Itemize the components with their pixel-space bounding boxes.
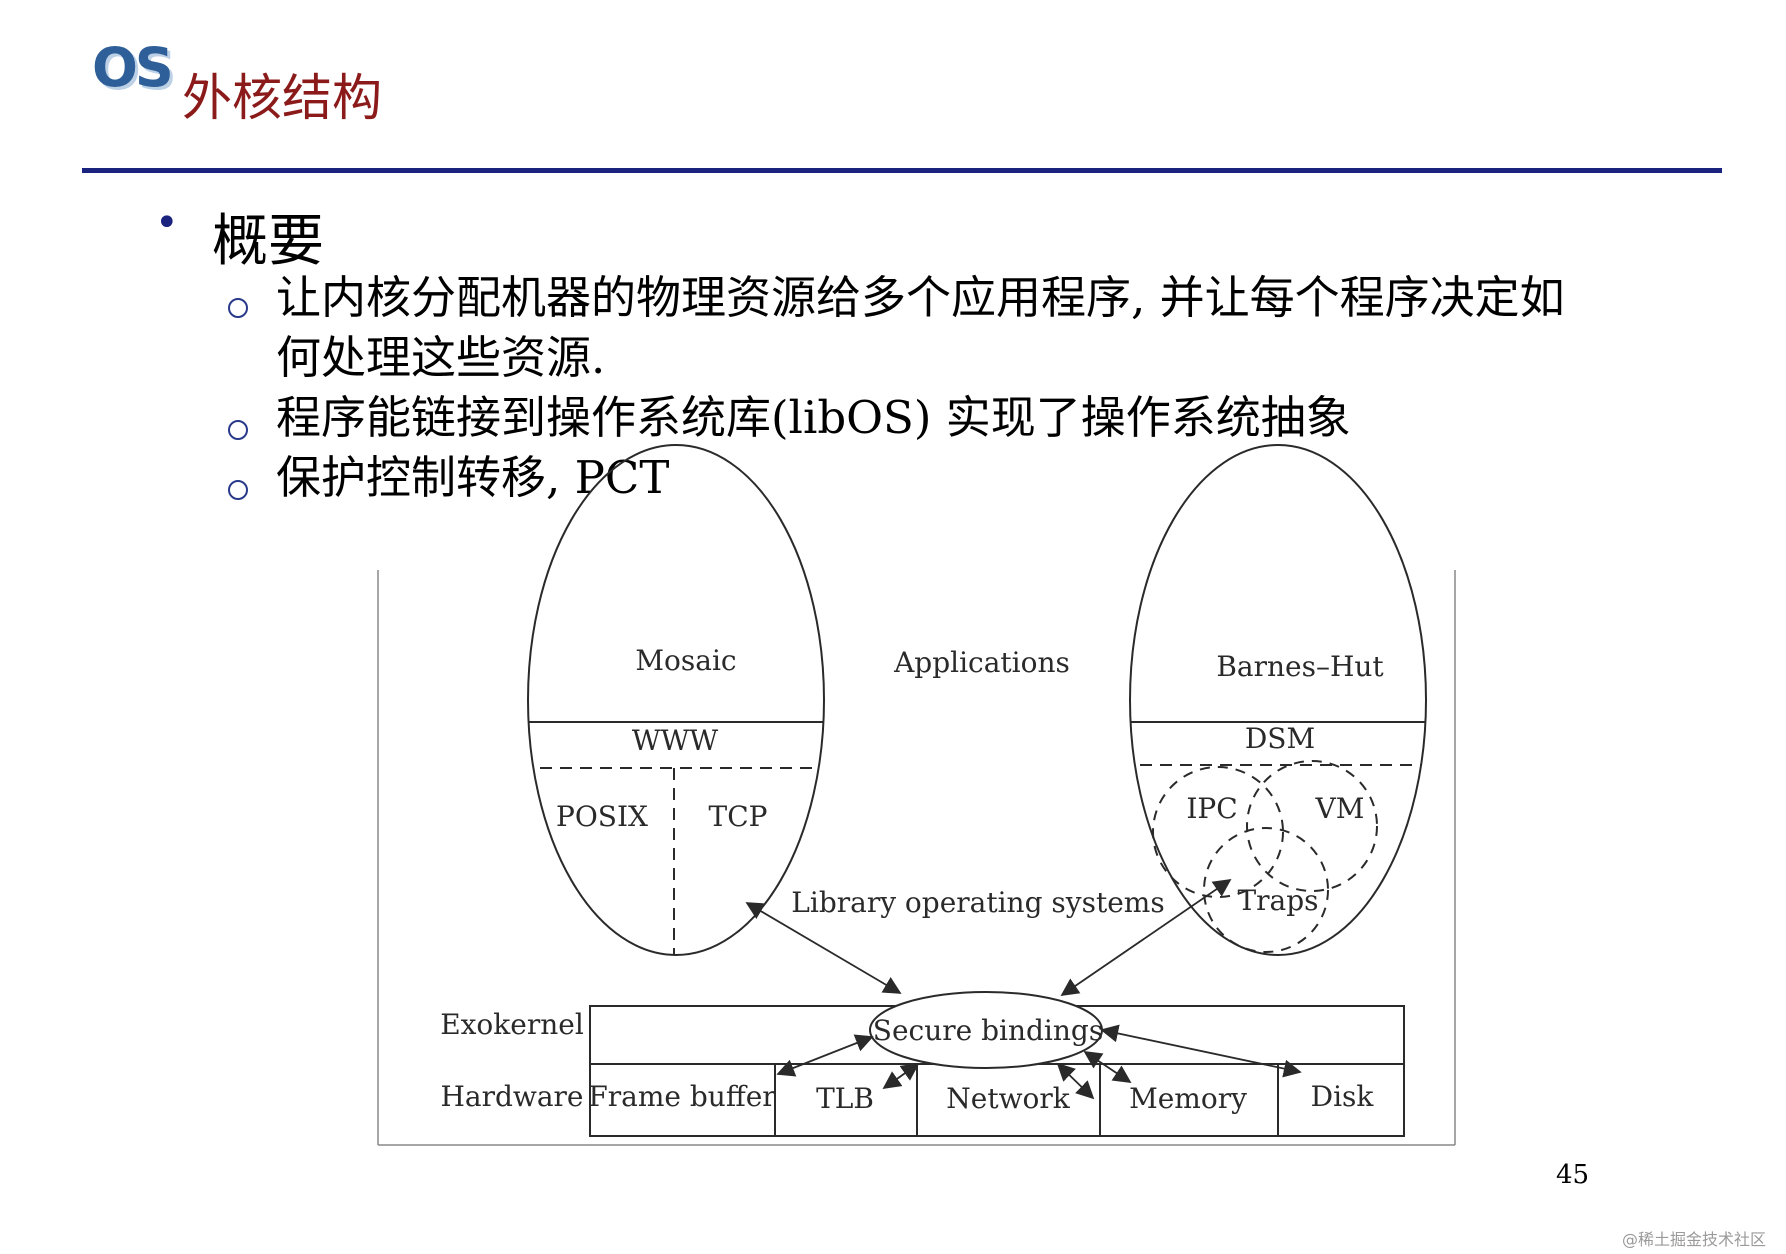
mosaic-label: Mosaic <box>635 644 736 677</box>
left-app-ellipse <box>527 444 825 956</box>
right-app-ellipse <box>1129 444 1427 956</box>
barnes-hut-label: Barnes–Hut <box>1216 650 1384 683</box>
arrow-right-libos <box>1060 878 1232 997</box>
slide-title: 外核结构 <box>182 69 382 127</box>
dsm-label: DSM <box>1245 722 1315 755</box>
arrow-left-libos <box>745 902 902 994</box>
point-1: 让内核分配机器的物理资源给多个应用程序, 并让每个程序决定如何处理这些资源. <box>276 271 1565 384</box>
circle-bullet-icon <box>228 420 248 440</box>
arrow-network <box>1056 1062 1095 1100</box>
arrow-disk <box>1100 1024 1302 1078</box>
posix-label: POSIX <box>556 800 648 833</box>
hw-cell-frame-buffer: Frame buffer <box>588 1080 776 1113</box>
www-label: WWW <box>632 724 719 757</box>
secure-bindings-label: Secure bindings <box>873 1014 1103 1047</box>
applications-label: Applications <box>893 646 1070 679</box>
page-number: 45 <box>1556 1160 1590 1190</box>
circle-bullet-icon <box>228 480 248 500</box>
libos-label: Library operating systems <box>791 886 1164 919</box>
arrow-tlb <box>882 1062 920 1090</box>
binding-arrows <box>745 878 1302 1100</box>
exokernel-label: Exokernel <box>440 1008 584 1041</box>
vm-label: VM <box>1315 792 1365 825</box>
hw-cell-memory: Memory <box>1129 1082 1247 1115</box>
bullet-dot-icon: • <box>155 200 179 246</box>
hw-cell-network: Network <box>946 1082 1071 1115</box>
title-rule <box>82 168 1722 173</box>
point-2: 程序能链接到操作系统库(libOS) 实现了操作系统抽象 <box>276 391 1351 444</box>
arrow-frame-buffer <box>776 1034 874 1077</box>
traps-label: Traps <box>1237 884 1318 917</box>
hw-cell-disk: Disk <box>1311 1080 1375 1113</box>
tcp-label: TCP <box>709 800 768 833</box>
circle-bullet-icon <box>228 298 248 318</box>
hw-cell-tlb: TLB <box>816 1082 874 1115</box>
ipc-label: IPC <box>1186 792 1237 825</box>
arrow-memory <box>1083 1051 1132 1083</box>
os-logo: OS <box>92 36 174 99</box>
hardware-label: Hardware <box>440 1080 583 1113</box>
watermark: @稀土掘金技术社区 <box>1622 1230 1767 1249</box>
overview-heading: 概要 <box>212 209 324 274</box>
